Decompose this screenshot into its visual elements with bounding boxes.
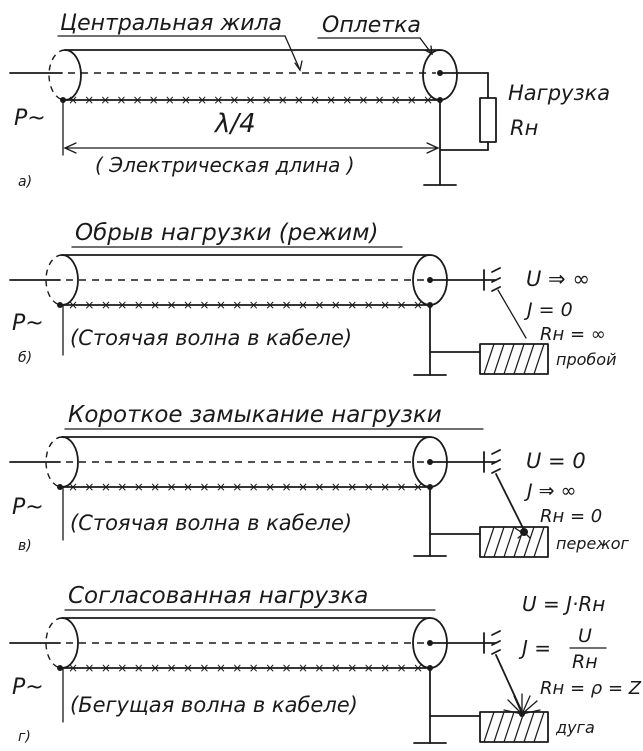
current-condition: J = 0 [523,299,573,321]
current-formula-lhs: J = [518,636,551,660]
open-stub-tick-2 [491,277,501,283]
resistance-condition: Rн = 0 [540,506,602,527]
current-formula-numerator: U [578,625,592,647]
voltage-formula: U = J·Rн [522,592,605,616]
arc-label: дуга [555,718,595,737]
braid-marks: × × × × × × × × × × × × × × × × × × × × … [68,298,423,312]
panel-letter-c: в) [18,538,32,554]
voltage-condition: U = 0 [526,449,586,473]
cable-hidden-end [45,254,63,306]
cable-near-end [61,617,79,669]
current-formula-denominator: Rн [572,651,598,673]
dimension-arrow-right [426,142,440,154]
load-label: Нагрузка [508,81,610,105]
breakdown-leader [497,289,527,339]
matched-stub-tick-1 [491,630,501,636]
braid-node-left [57,665,63,671]
short-circuit-wire [495,473,525,531]
matched-load-leader [495,654,523,713]
panel-c: Короткое замыкание нагрузки × × × × × × … [9,402,630,558]
panel-letter-d: г) [18,729,31,745]
traveling-wave-caption: (Бегущая волна в кабеле) [70,693,358,717]
cable-hidden-end [45,436,63,488]
ground-plate [479,711,549,743]
panel-a: Центральная жила Оплетка × × × × × × × ×… [9,11,610,190]
braid-node-left [57,302,63,308]
panel-c-title: Короткое замыкание нагрузки [68,402,442,428]
matched-stub-tick-3 [491,649,501,655]
braid-node-left [57,484,63,490]
impedance-formula: Rн = ρ = Z [540,678,642,699]
source-label: P~ [12,675,44,700]
open-stub-tick-1 [491,267,501,273]
open-stub-tick-3 [491,286,501,292]
short-stub-tick-3 [491,468,501,474]
resistance-condition: Rн = ∞ [540,324,606,345]
load-symbol: Rн [510,116,538,140]
source-label: P~ [12,311,44,336]
current-condition: J ⇒ ∞ [523,480,576,502]
braid-marks: × × × × × × × × × × × × × × × × × × × × … [68,480,423,494]
braid-marks: × × × × × × × × × × × × × × × × × × × × … [68,661,423,675]
voltage-condition: U ⇒ ∞ [526,267,590,291]
panel-letter-a: а) [18,174,32,190]
source-label: P~ [12,495,44,520]
dimension-arrow-left [63,142,77,154]
breakdown-label: пробой [556,350,616,369]
panel-d-title: Согласованная нагрузка [68,583,368,609]
cable-hidden-end [48,49,66,101]
source-label: P~ [14,106,46,131]
ground-plate [479,526,549,558]
braid-marks: × × × × × × × × × × × × × × × × × × × × … [68,93,433,107]
length-caption: ( Электрическая длина ) [95,153,355,177]
cable-near-end [61,254,79,306]
center-conductor-leader [284,35,301,71]
center-conductor-arrowhead [294,60,303,72]
cable-near-end [64,49,82,101]
panel-letter-b: б) [18,350,32,366]
short-stub-tick-2 [491,459,501,465]
load-resistor [479,97,497,143]
panel-d: Согласованная нагрузка × × × × × × × × ×… [9,583,642,745]
burnout-label: пережог [556,534,630,553]
braid-label: Оплетка [322,13,421,38]
wavelength-label: λ/4 [213,109,256,139]
ground-plate [479,343,549,375]
panel-b: Обрыв нагрузки (режим) × × × × × × × × ×… [9,220,616,376]
cable-hidden-end [45,617,63,669]
panel-b-title: Обрыв нагрузки (режим) [75,220,378,246]
center-conductor-label: Центральная жила [60,11,282,36]
matched-stub-tick-2 [491,640,501,646]
short-stub-tick-1 [491,449,501,455]
standing-wave-caption: (Стоячая волна в кабеле) [70,326,352,350]
standing-wave-caption: (Стоячая волна в кабеле) [70,511,352,535]
cable-near-end [61,436,79,488]
braid-leader [419,37,433,55]
arc-spark [503,693,541,717]
